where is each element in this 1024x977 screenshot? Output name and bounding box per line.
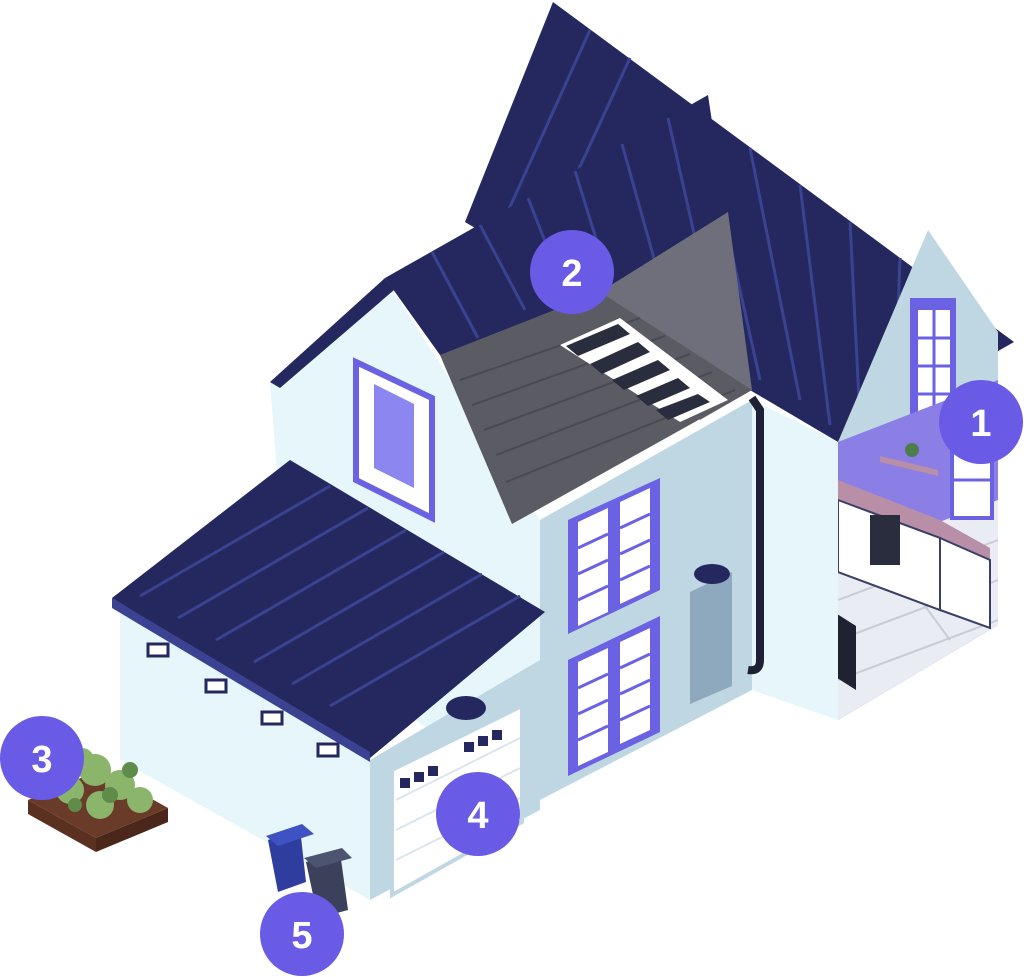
downspout bbox=[747, 395, 764, 675]
marker-1-label: 1 bbox=[970, 403, 991, 445]
marker-5-label: 5 bbox=[291, 915, 312, 957]
marker-4-label: 4 bbox=[467, 795, 488, 837]
front-window-lower bbox=[568, 616, 660, 776]
marker-2-attic[interactable]: 2 bbox=[530, 230, 614, 314]
marker-5-trash-bins[interactable]: 5 bbox=[260, 892, 344, 976]
gable-window bbox=[353, 357, 435, 523]
kitchen-cutaway bbox=[834, 380, 999, 720]
marker-1-kitchen[interactable]: 1 bbox=[939, 380, 1023, 464]
marker-2-label: 2 bbox=[561, 253, 582, 295]
front-window-upper bbox=[568, 478, 660, 634]
marker-4-garage[interactable]: 4 bbox=[436, 772, 520, 856]
front-door-alcove bbox=[690, 564, 732, 704]
marker-3-garden[interactable]: 3 bbox=[0, 716, 84, 800]
marker-3-label: 3 bbox=[31, 739, 52, 781]
kitchen-side-wall bbox=[752, 400, 838, 720]
